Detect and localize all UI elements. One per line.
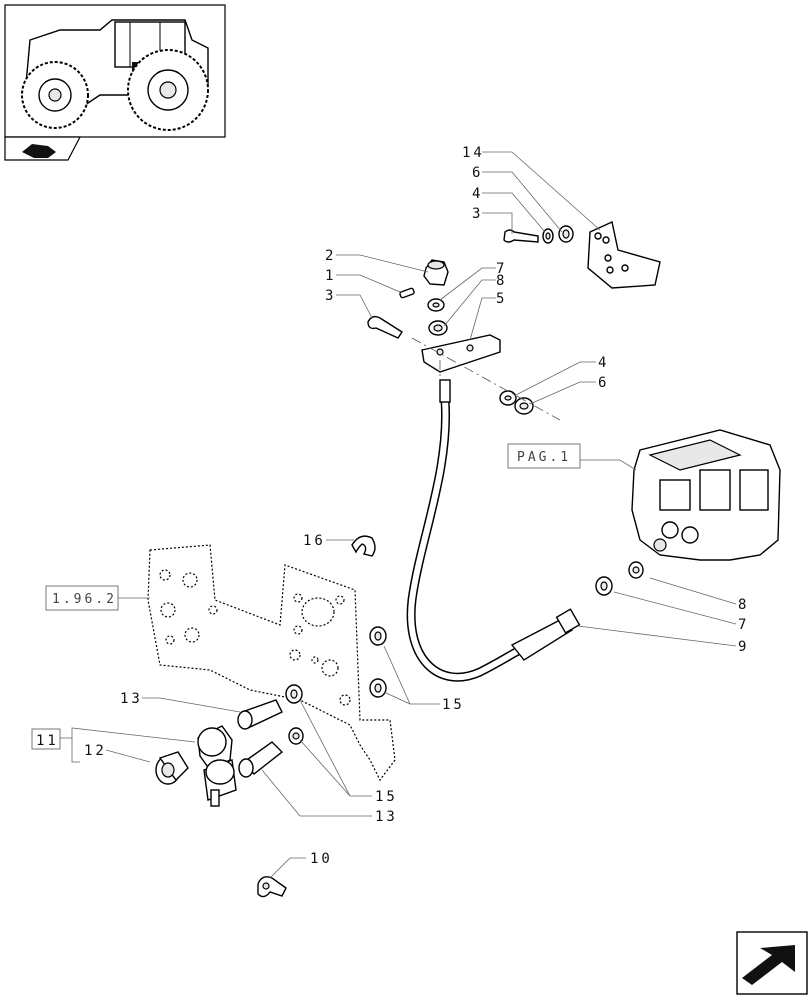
bracket-5 xyxy=(421,334,501,373)
control-valve-block xyxy=(631,429,781,561)
callout-5: 5 xyxy=(496,291,507,307)
spacer-15-b xyxy=(369,678,387,698)
callout-15-lower: 15 xyxy=(375,789,398,805)
callout-12: 12 xyxy=(84,743,107,759)
tractor-thumbnail-icon xyxy=(4,4,226,138)
callout-13-upper: 13 xyxy=(120,691,143,707)
washer-4-lower xyxy=(499,390,517,406)
callout-6-upper: 6 xyxy=(472,165,483,181)
nut-6-upper xyxy=(558,225,574,243)
callout-11-box: 11 xyxy=(31,728,61,750)
pivot-pin-13-upper xyxy=(237,699,283,730)
control-cable-9 xyxy=(406,379,581,682)
washer-4-upper xyxy=(542,228,554,244)
callout-6-lower: 6 xyxy=(598,375,609,391)
callout-4-upper: 4 xyxy=(472,186,483,202)
leader-lines xyxy=(60,151,737,879)
callout-3-middle: 3 xyxy=(325,288,336,304)
next-page-arrow-icon[interactable] xyxy=(736,931,808,995)
mounting-panel xyxy=(147,544,396,782)
callout-9: 9 xyxy=(738,639,749,655)
pivot-pin-13-lower xyxy=(238,741,284,778)
reference-1-96-2[interactable]: 1.96.2 xyxy=(45,585,119,611)
reference-1-96-2-label: 1.96.2 xyxy=(52,592,117,607)
reference-pag-1[interactable]: PAG.1 xyxy=(507,443,581,469)
callout-8-lower: 8 xyxy=(738,597,749,613)
clamp-10 xyxy=(257,876,287,898)
callout-14: 14 xyxy=(462,145,485,161)
washer-7-upper xyxy=(427,298,445,312)
knob-12 xyxy=(155,751,189,785)
clip-16 xyxy=(351,535,376,557)
reference-pag-1-label: PAG.1 xyxy=(517,450,571,465)
callout-1: 1 xyxy=(325,268,336,284)
callout-10: 10 xyxy=(310,851,333,867)
spacer-15-d xyxy=(288,727,304,745)
callout-15-right: 15 xyxy=(442,697,465,713)
callout-13-lower: 13 xyxy=(375,809,398,825)
bolt-3-middle xyxy=(367,315,403,339)
nut-7-lower xyxy=(595,576,613,596)
callout-7-upper: 7 xyxy=(496,261,507,277)
lever-11 xyxy=(197,725,237,807)
callout-3-upper: 3 xyxy=(472,206,483,222)
washer-8-lower xyxy=(628,561,644,579)
callout-labels: 14 6 4 3 2 1 3 7 8 5 4 6 16 8 7 9 15 13 … xyxy=(84,145,749,867)
nut-8-upper xyxy=(428,320,448,336)
callout-11: 11 xyxy=(36,733,59,749)
previous-page-arrow-icon[interactable] xyxy=(4,136,81,161)
pin-1 xyxy=(399,287,415,299)
callout-2: 2 xyxy=(325,248,336,264)
spacer-15-c xyxy=(285,684,303,704)
bolt-3-upper xyxy=(503,229,539,243)
callout-7-lower: 7 xyxy=(738,617,749,633)
callout-4-lower: 4 xyxy=(598,355,609,371)
bracket-plate-14 xyxy=(587,221,661,289)
cable-holder-2 xyxy=(423,259,449,286)
spacer-15-a xyxy=(369,626,387,646)
callout-16: 16 xyxy=(303,533,326,549)
callout-8-upper: 8 xyxy=(496,273,507,289)
nut-6-lower xyxy=(514,397,534,415)
